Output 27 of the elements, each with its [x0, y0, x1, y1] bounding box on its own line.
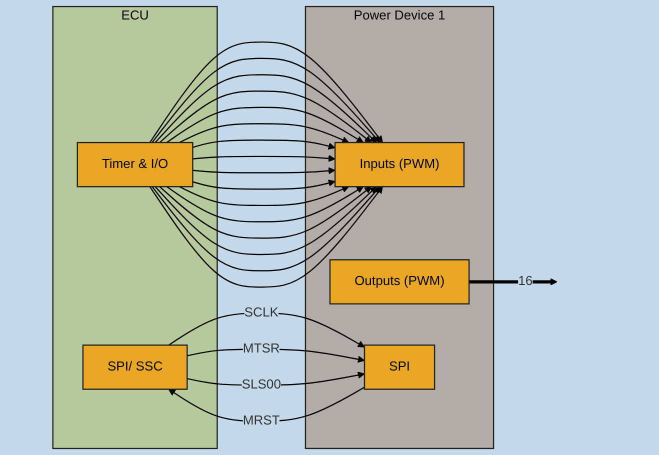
- arrow: [192, 154, 336, 162]
- arrow: [152, 58, 380, 143]
- edge-label: MTSR: [242, 342, 280, 356]
- arrow: [192, 180, 336, 190]
- arrow: [149, 41, 383, 143]
- arrow: [166, 106, 364, 144]
- arrow: [154, 186, 377, 256]
- arrow: [159, 186, 372, 239]
- arrow: [166, 186, 364, 222]
- arrow: [152, 186, 380, 272]
- node-box: Inputs (PWM): [334, 142, 465, 188]
- arrow: [469, 278, 558, 286]
- node-box: SPI: [364, 344, 436, 390]
- edge-label: SCLK: [244, 306, 278, 320]
- arrow: [149, 186, 383, 288]
- arrow: [192, 139, 336, 150]
- arrow: [154, 74, 377, 143]
- node-box: SPI/ SSC: [82, 344, 188, 390]
- edge-label: 16: [518, 274, 533, 288]
- edge-label: SLS00: [242, 378, 281, 392]
- edge-label: MRST: [242, 414, 280, 428]
- node-box: Outputs (PWM): [329, 259, 470, 304]
- arrow: [159, 90, 372, 143]
- arrow: [179, 123, 350, 144]
- arrow: [192, 167, 336, 174]
- arrow: [179, 186, 350, 206]
- node-box: Timer & I/O: [76, 142, 194, 188]
